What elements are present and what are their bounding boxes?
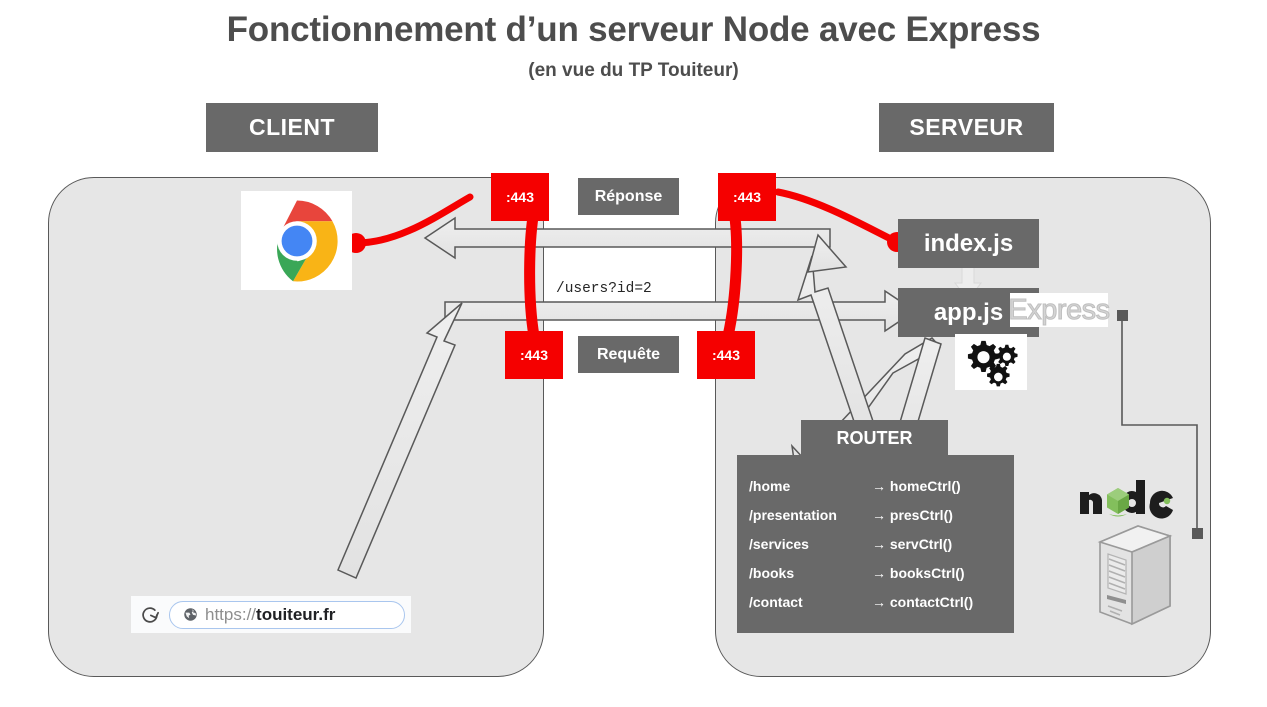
route-path: /services	[749, 535, 809, 552]
query-string-label: /users?id=2	[556, 281, 652, 297]
gears-icon	[955, 334, 1027, 390]
page-title: Fonctionnement d’un serveur Node avec Ex…	[226, 10, 1041, 49]
router-row: /home → homeCtrl()	[737, 471, 1014, 500]
browser-url-bar[interactable]: https://touiteur.fr	[131, 596, 411, 633]
route-handler: → booksCtrl()	[872, 564, 965, 581]
router-row: /services → servCtrl()	[737, 529, 1014, 558]
route-handler: → contactCtrl()	[872, 593, 974, 610]
port-badge-server-response: :443	[718, 173, 776, 221]
node-logo-glyph	[1080, 480, 1173, 519]
client-zone-label: CLIENT	[206, 103, 378, 152]
route-handler: → homeCtrl()	[872, 477, 961, 494]
globe-icon	[179, 607, 201, 622]
tower-glyph	[1097, 525, 1173, 626]
route-path: /home	[749, 477, 791, 494]
route-handler: → presCtrl()	[872, 506, 953, 523]
node-hexagon-icon	[1107, 488, 1129, 514]
port-badge-client-response: :443	[491, 173, 549, 221]
port-badge-server-request: :443	[697, 331, 755, 379]
node-logo-icon	[1078, 478, 1190, 520]
chrome-logo-icon	[241, 191, 352, 290]
page-subtitle: (en vue du TP Touiteur)	[528, 60, 739, 81]
router-title: ROUTER	[801, 420, 948, 456]
globe-glyph	[183, 608, 197, 621]
url-text: https://touiteur.fr	[205, 605, 335, 625]
server-zone-label: SERVEUR	[879, 103, 1054, 152]
route-path: /presentation	[749, 506, 837, 523]
router-table: /home → homeCtrl() /presentation → presC…	[737, 455, 1014, 633]
url-input[interactable]: https://touiteur.fr	[169, 600, 405, 629]
route-path: /contact	[749, 593, 803, 610]
url-scheme: https://	[205, 604, 257, 624]
socket-pipes	[524, 203, 743, 338]
index-js-box: index.js	[898, 219, 1039, 268]
reload-icon[interactable]	[131, 604, 169, 626]
router-row: /presentation → presCtrl()	[737, 500, 1014, 529]
reload-glyph	[142, 606, 160, 623]
gears-glyph	[967, 340, 1018, 387]
server-tower-icon	[1092, 520, 1176, 630]
chrome-glyph	[276, 200, 338, 282]
express-label: Express	[1008, 293, 1111, 326]
request-label: Requête	[578, 336, 679, 373]
router-row: /contact → contactCtrl()	[737, 587, 1014, 616]
route-handler: → servCtrl()	[872, 535, 953, 552]
express-logo: Express	[1008, 293, 1111, 327]
response-label: Réponse	[578, 178, 679, 215]
port-badge-client-request: :443	[505, 331, 563, 379]
url-host: touiteur.fr	[256, 604, 336, 624]
route-path: /books	[749, 564, 795, 581]
router-row: /books → booksCtrl()	[737, 558, 1014, 587]
